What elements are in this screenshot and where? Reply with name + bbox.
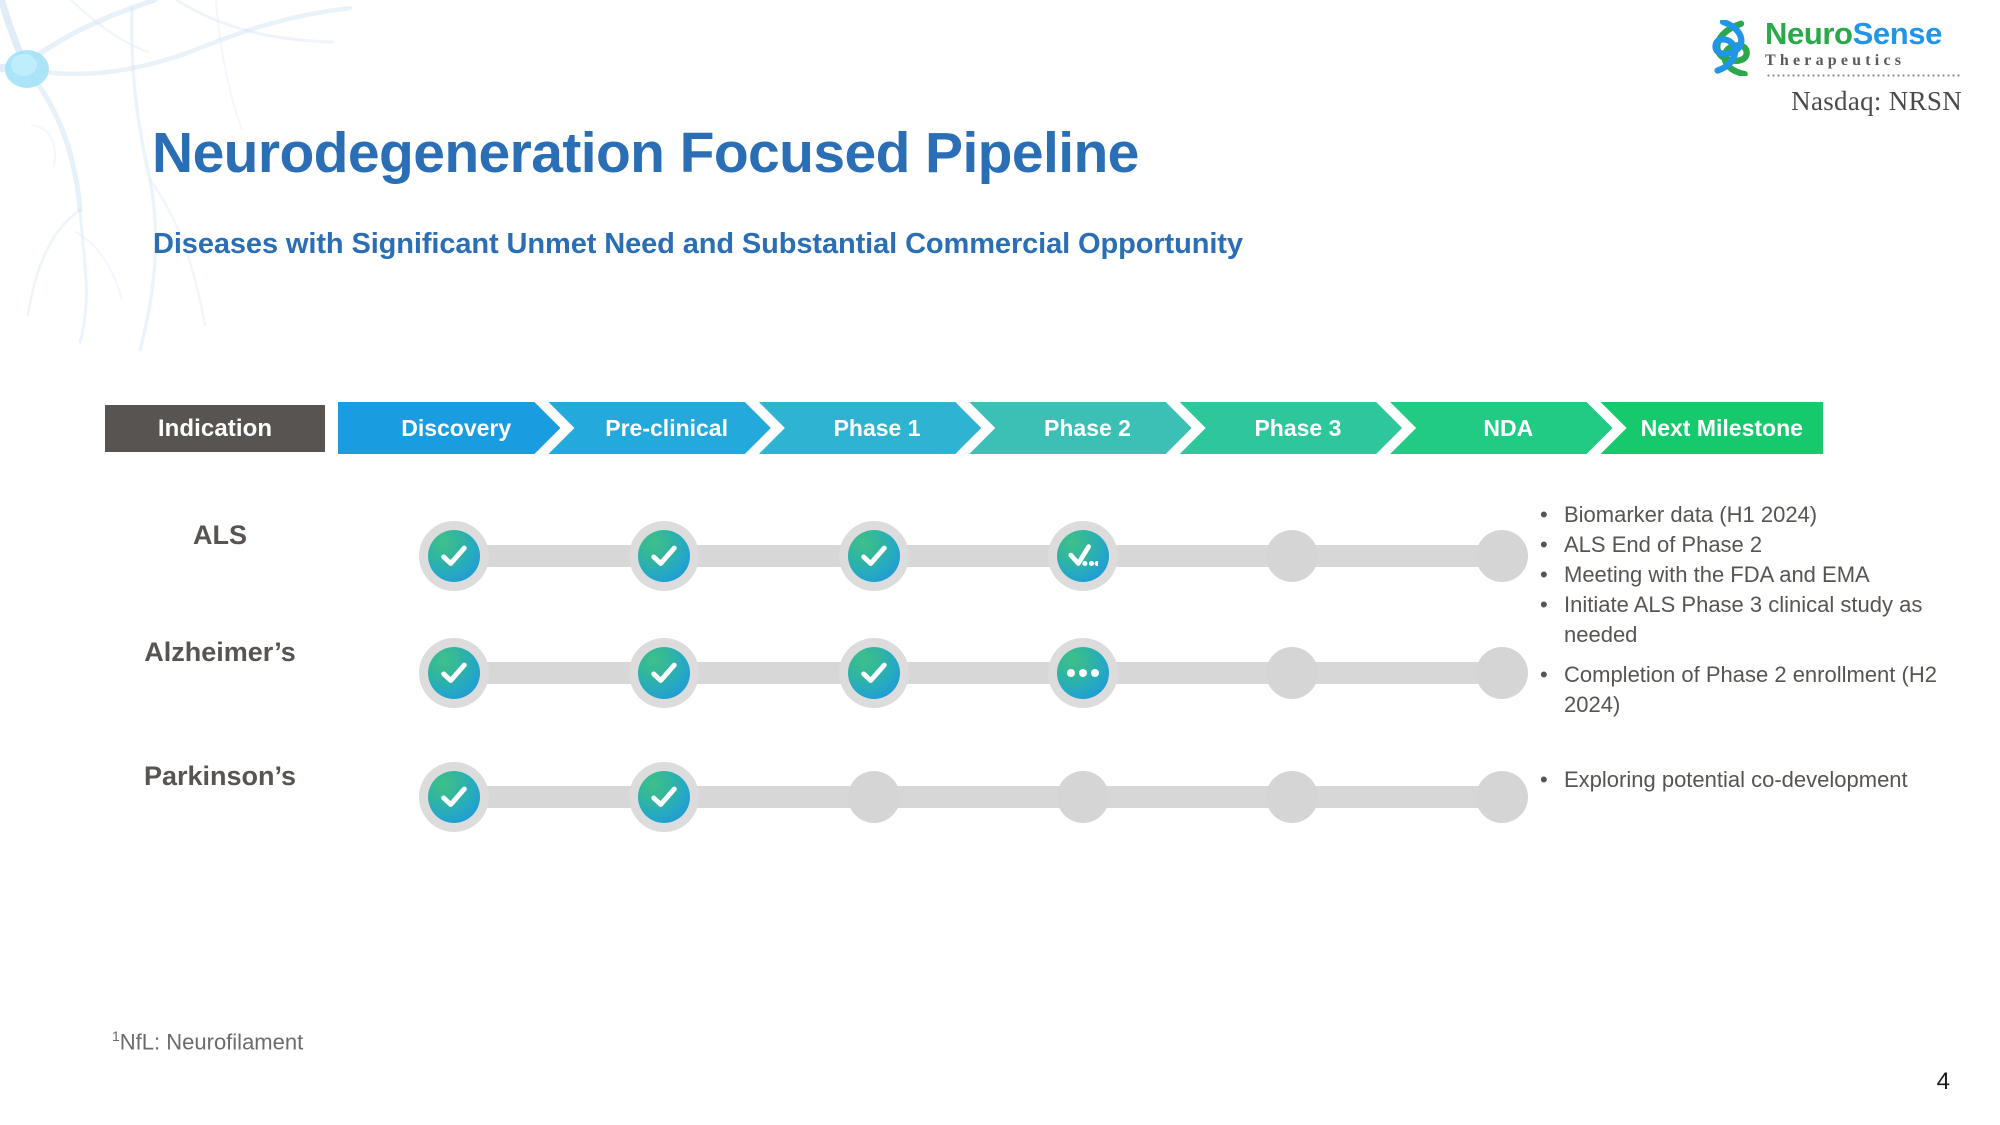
indication-label-alzheimer-s: Alzheimer’s [144,637,296,667]
stage-node-empty[interactable] [1266,771,1318,823]
milestone-text: Exploring potential co-development [1564,767,1908,792]
milestone-text: Initiate ALS Phase 3 clinical study as n… [1564,592,1923,647]
stage-node-empty[interactable] [1476,771,1528,823]
stage-chevron-next-milestone[interactable]: Next Milestone [1600,402,1823,454]
stage-chevron-label: Phase 3 [1254,414,1342,441]
stage-node-complete[interactable] [428,771,480,823]
stage-node-empty[interactable] [1057,771,1109,823]
stage-chevron-discovery[interactable]: Discovery [338,402,560,454]
stage-chevron-phase-1[interactable]: Phase 1 [759,402,981,454]
stage-node-in-progress-check[interactable] [1057,530,1109,582]
logo-subtitle: Therapeutics [1765,52,1906,69]
page-number: 4 [1936,1068,1950,1095]
bullet-icon: • [1540,502,1548,527]
stage-track [395,737,1528,857]
pipeline-row: ALS [0,496,2000,616]
indication-column-header: Indication [105,405,325,452]
page-title: Neurodegeneration Focused Pipeline [152,121,1139,185]
stage-track [395,496,1528,616]
brand-logo-block: NeuroSense Therapeutics Nasdaq: NRSN [1662,18,1962,117]
stage-node-complete[interactable] [638,647,690,699]
stage-track-line [450,786,1506,808]
milestone-text: Meeting with the FDA and EMA [1564,562,1870,587]
stage-chevron-label: Discovery [401,414,512,441]
stage-chevron-label: Pre-clinical [605,414,728,441]
nasdaq-ticker: Nasdaq: NRSN [1791,86,1962,116]
stage-chevron-group: Discovery Pre-clinical Phase 1 Phase 2 Phase… [338,402,1823,454]
footnote: 1NfL: Neurofilament [112,1028,303,1055]
stage-chevron-nda[interactable]: NDA [1390,402,1612,454]
bullet-icon: • [1540,592,1548,617]
milestone-text: Completion of Phase 2 enrollment (H2 202… [1564,662,1937,717]
bullet-icon: • [1540,767,1548,792]
milestone-item: • ALS End of Phase 2 [1540,530,1970,560]
milestone-text: ALS End of Phase 2 [1564,532,1763,557]
milestone-list: • Exploring potential co-development [1540,765,1970,795]
progress-dots-icon [1067,669,1099,677]
bullet-icon: • [1540,532,1548,557]
bullet-icon: • [1540,562,1548,587]
stage-node-complete[interactable] [638,530,690,582]
pipeline-row: Parkinson’s [0,737,2000,857]
stage-node-in-progress-dots[interactable] [1057,647,1109,699]
stage-chevron-label: NDA [1483,414,1534,441]
footnote-marker: 1 [112,1028,120,1044]
indication-column-header-label: Indication [157,414,273,442]
stage-chevron-label: Phase 1 [833,414,921,441]
stage-node-empty[interactable] [1476,647,1528,699]
logo-dotted-rule [1766,74,1962,77]
stage-chevron-phase-2[interactable]: Phase 2 [969,402,1191,454]
stage-node-empty[interactable] [848,771,900,823]
milestone-item: • Meeting with the FDA and EMA [1540,560,1970,590]
logo-wordmark-neuro: Neuro [1765,16,1853,51]
page-subtitle: Diseases with Significant Unmet Need and… [153,228,1243,260]
stage-track [395,613,1528,733]
stage-node-complete[interactable] [848,530,900,582]
stage-chevron-pre-clinical[interactable]: Pre-clinical [548,402,770,454]
stage-node-complete[interactable] [848,647,900,699]
stage-node-empty[interactable] [1266,530,1318,582]
stage-track-line [450,662,1506,684]
stage-chevron-phase-3[interactable]: Phase 3 [1180,402,1402,454]
indication-label-als: ALS [193,520,247,550]
logo-wordmark: NeuroSense [1765,18,1962,49]
pipeline-stage-header: Indication Discovery Pre-clinical Phase 1 P… [105,402,1823,454]
milestone-text: Biomarker data (H1 2024) [1564,502,1818,527]
neurosense-swirl-logo-icon [1712,19,1750,76]
milestone-list: • Completion of Phase 2 enrollment (H2 20… [1540,660,1970,720]
stage-chevron-label: Next Milestone [1640,414,1803,441]
stage-chevron-label: Phase 2 [1044,414,1131,441]
milestone-list: • Biomarker data (H1 2024) • ALS End of Pha… [1540,500,1970,650]
logo-wordmark-sense: Sense [1852,16,1943,51]
stage-track-line [450,545,1506,567]
indication-label-parkinson-s: Parkinson’s [143,761,297,791]
milestone-item: • Biomarker data (H1 2024) [1540,500,1970,530]
pipeline-row: Alzheimer’s [0,613,2000,733]
stage-node-complete[interactable] [428,530,480,582]
stage-node-complete[interactable] [428,647,480,699]
milestone-item: • Completion of Phase 2 enrollment (H2 20… [1540,660,1970,720]
stage-node-complete[interactable] [638,771,690,823]
footnote-text: NfL: Neurofilament [119,1029,304,1055]
stage-node-empty[interactable] [1476,530,1528,582]
milestone-item: • Initiate ALS Phase 3 clinical study as … [1540,590,1970,650]
bullet-icon: • [1540,662,1548,687]
stage-node-empty[interactable] [1266,647,1318,699]
milestone-item: • Exploring potential co-development [1540,765,1970,795]
